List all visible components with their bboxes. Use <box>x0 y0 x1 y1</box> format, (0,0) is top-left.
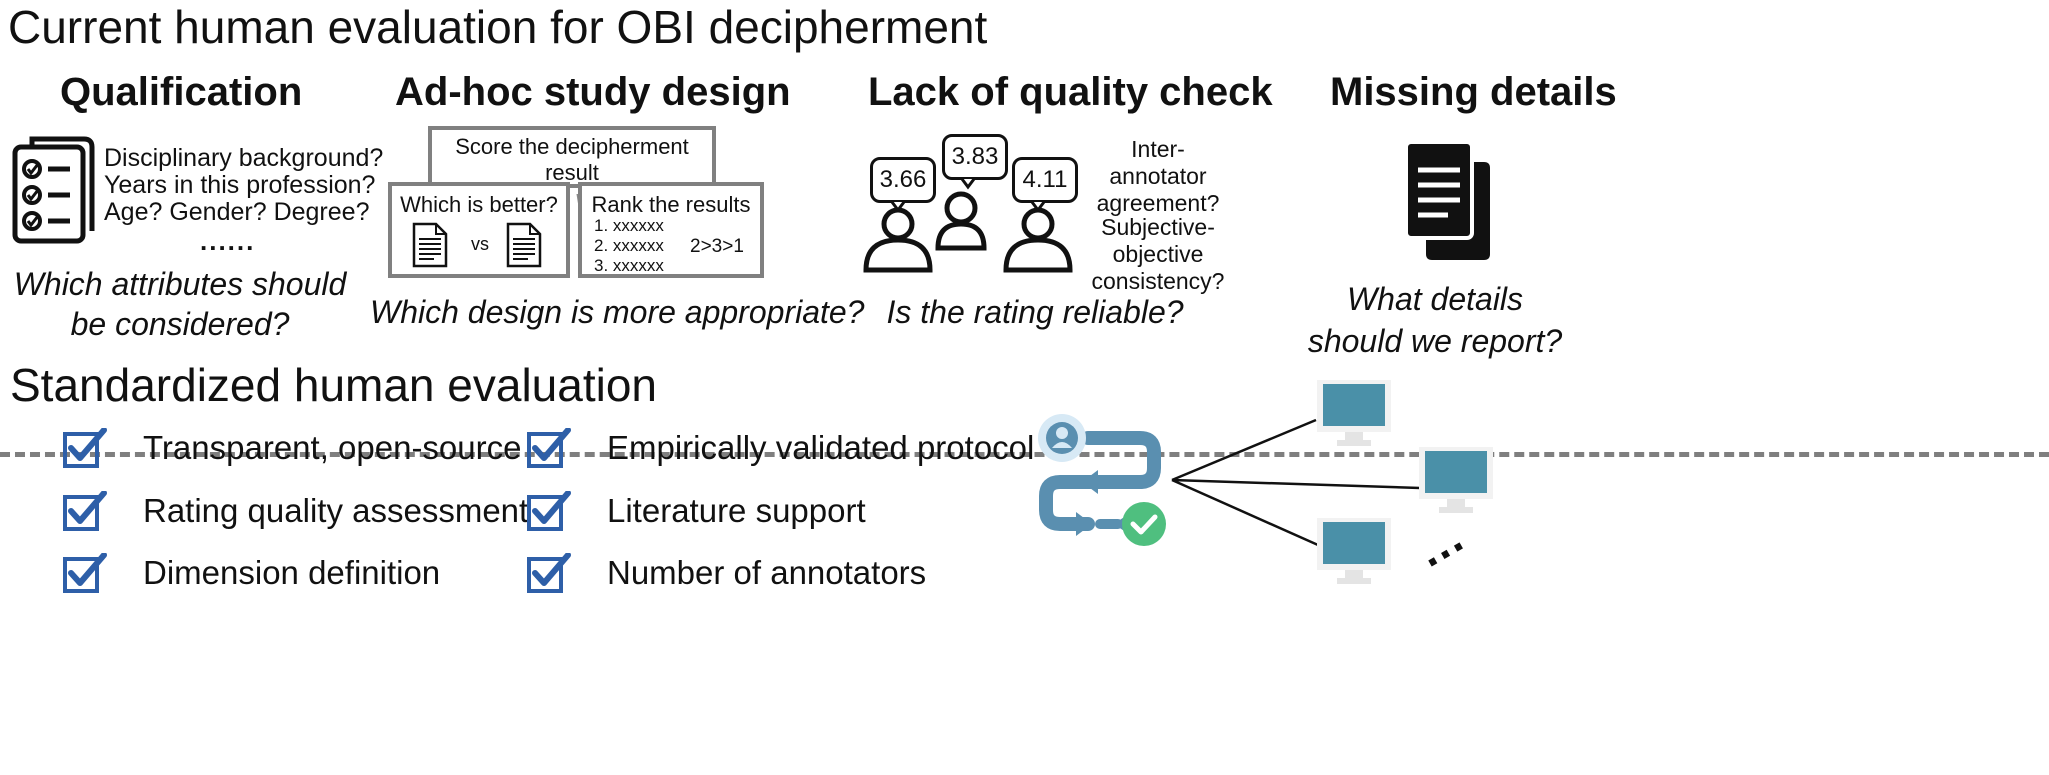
compare-design-box: Which is better? vs <box>388 182 570 278</box>
heading-missing-details: Missing details <box>1330 70 1617 114</box>
checkbox-checked-icon <box>527 491 571 531</box>
checkbox-checked-icon <box>527 553 571 593</box>
score-design-box: Score the decipherment result Continuous… <box>428 126 716 208</box>
checklist-label: Dimension definition <box>143 554 441 591</box>
issue-consistency: Subjective-objective consistency? <box>1091 214 1225 294</box>
workflow-icon <box>1038 414 1166 546</box>
checklist-label: Empirically validated protocol <box>607 429 1035 466</box>
rank-item: 1. xxxxxx <box>594 216 664 235</box>
section-divider <box>0 452 2049 457</box>
score-bubble: 4.11 <box>1012 157 1078 203</box>
annotators-icon <box>863 178 1073 273</box>
rank-design-box: Rank the results 1. xxxxxx 2. xxxxxx 3. … <box>578 182 764 278</box>
checklist-label: Rating quality assessment <box>143 492 529 529</box>
compare-box-title: Which is better? <box>400 192 558 217</box>
checklist-item: Empirically validated protocol <box>527 428 1034 468</box>
checklist-item: Dimension definition <box>63 553 440 593</box>
score-bubble: 3.83 <box>942 134 1008 180</box>
heading-study-design: Ad-hoc study design <box>395 70 791 114</box>
attribute-item: Disciplinary background? <box>104 144 384 172</box>
heading-quality-check: Lack of quality check <box>868 70 1273 114</box>
checklist-item: Number of annotators <box>527 553 926 593</box>
score-box-title: Score the decipherment result <box>455 134 689 185</box>
monitor-icon <box>1317 380 1391 446</box>
issue-agreement: Inter-annotator agreement? <box>1096 136 1220 216</box>
attribute-item: Years in this profession? <box>104 171 376 199</box>
checklist-label: Literature support <box>607 492 866 529</box>
checklist-item: Transparent, open-source <box>63 428 522 468</box>
section-title-standardized: Standardized human evaluation <box>10 359 658 411</box>
rank-order: 2>3>1 <box>690 236 744 257</box>
rank-list: 1. xxxxxx 2. xxxxxx 3. xxxxxx <box>594 216 664 276</box>
monitor-icon <box>1419 447 1493 513</box>
checklist-label: Number of annotators <box>607 554 927 591</box>
checkbox-checked-icon <box>63 428 107 468</box>
qualification-question: Which attributes should be considered? <box>13 266 347 342</box>
attributes-ellipsis: ...... <box>200 226 256 256</box>
qualification-attributes: Disciplinary background? Years in this p… <box>104 145 383 226</box>
missing-details-question: What details should we report? <box>1307 281 1563 359</box>
score-bubble: 3.66 <box>870 157 936 203</box>
checklist-item: Literature support <box>527 491 866 531</box>
checkbox-checked-icon <box>527 428 571 468</box>
attribute-item: Age? Gender? Degree? <box>104 198 370 226</box>
vs-label: vs <box>471 234 489 254</box>
document-icon <box>506 222 542 268</box>
checkbox-checked-icon <box>63 491 107 531</box>
checkbox-checked-icon <box>63 553 107 593</box>
study-design-question: Which design is more appropriate? <box>370 294 865 330</box>
connection-lines <box>1171 418 1421 547</box>
checklist-item: Rating quality assessment <box>63 491 528 531</box>
rank-item: 2. xxxxxx <box>594 236 664 255</box>
document-icon <box>412 222 448 268</box>
checklist-label: Transparent, open-source <box>143 429 522 466</box>
quality-check-question: Is the rating reliable? <box>886 294 1184 330</box>
section-title-current: Current human evaluation for OBI deciphe… <box>8 1 988 53</box>
heading-qualification: Qualification <box>60 70 303 114</box>
rank-item: 3. xxxxxx <box>594 256 664 275</box>
documents-icon <box>1404 140 1490 260</box>
monitor-icon <box>1317 518 1391 584</box>
rank-box-title: Rank the results <box>591 192 751 217</box>
checklist-icon <box>12 136 95 244</box>
